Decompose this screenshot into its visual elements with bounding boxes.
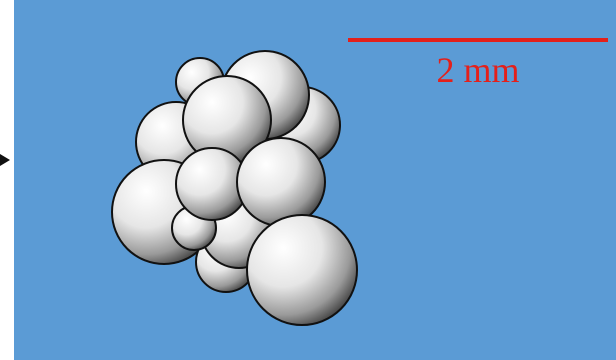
sphere-cluster [111,50,358,326]
scale-bar [348,38,608,42]
scale-bar-label: 2 mm [436,50,520,90]
arrow-right-icon [0,154,10,166]
sphere [236,137,326,227]
micrograph-panel: 2 mm [14,0,616,360]
sphere [246,214,358,326]
